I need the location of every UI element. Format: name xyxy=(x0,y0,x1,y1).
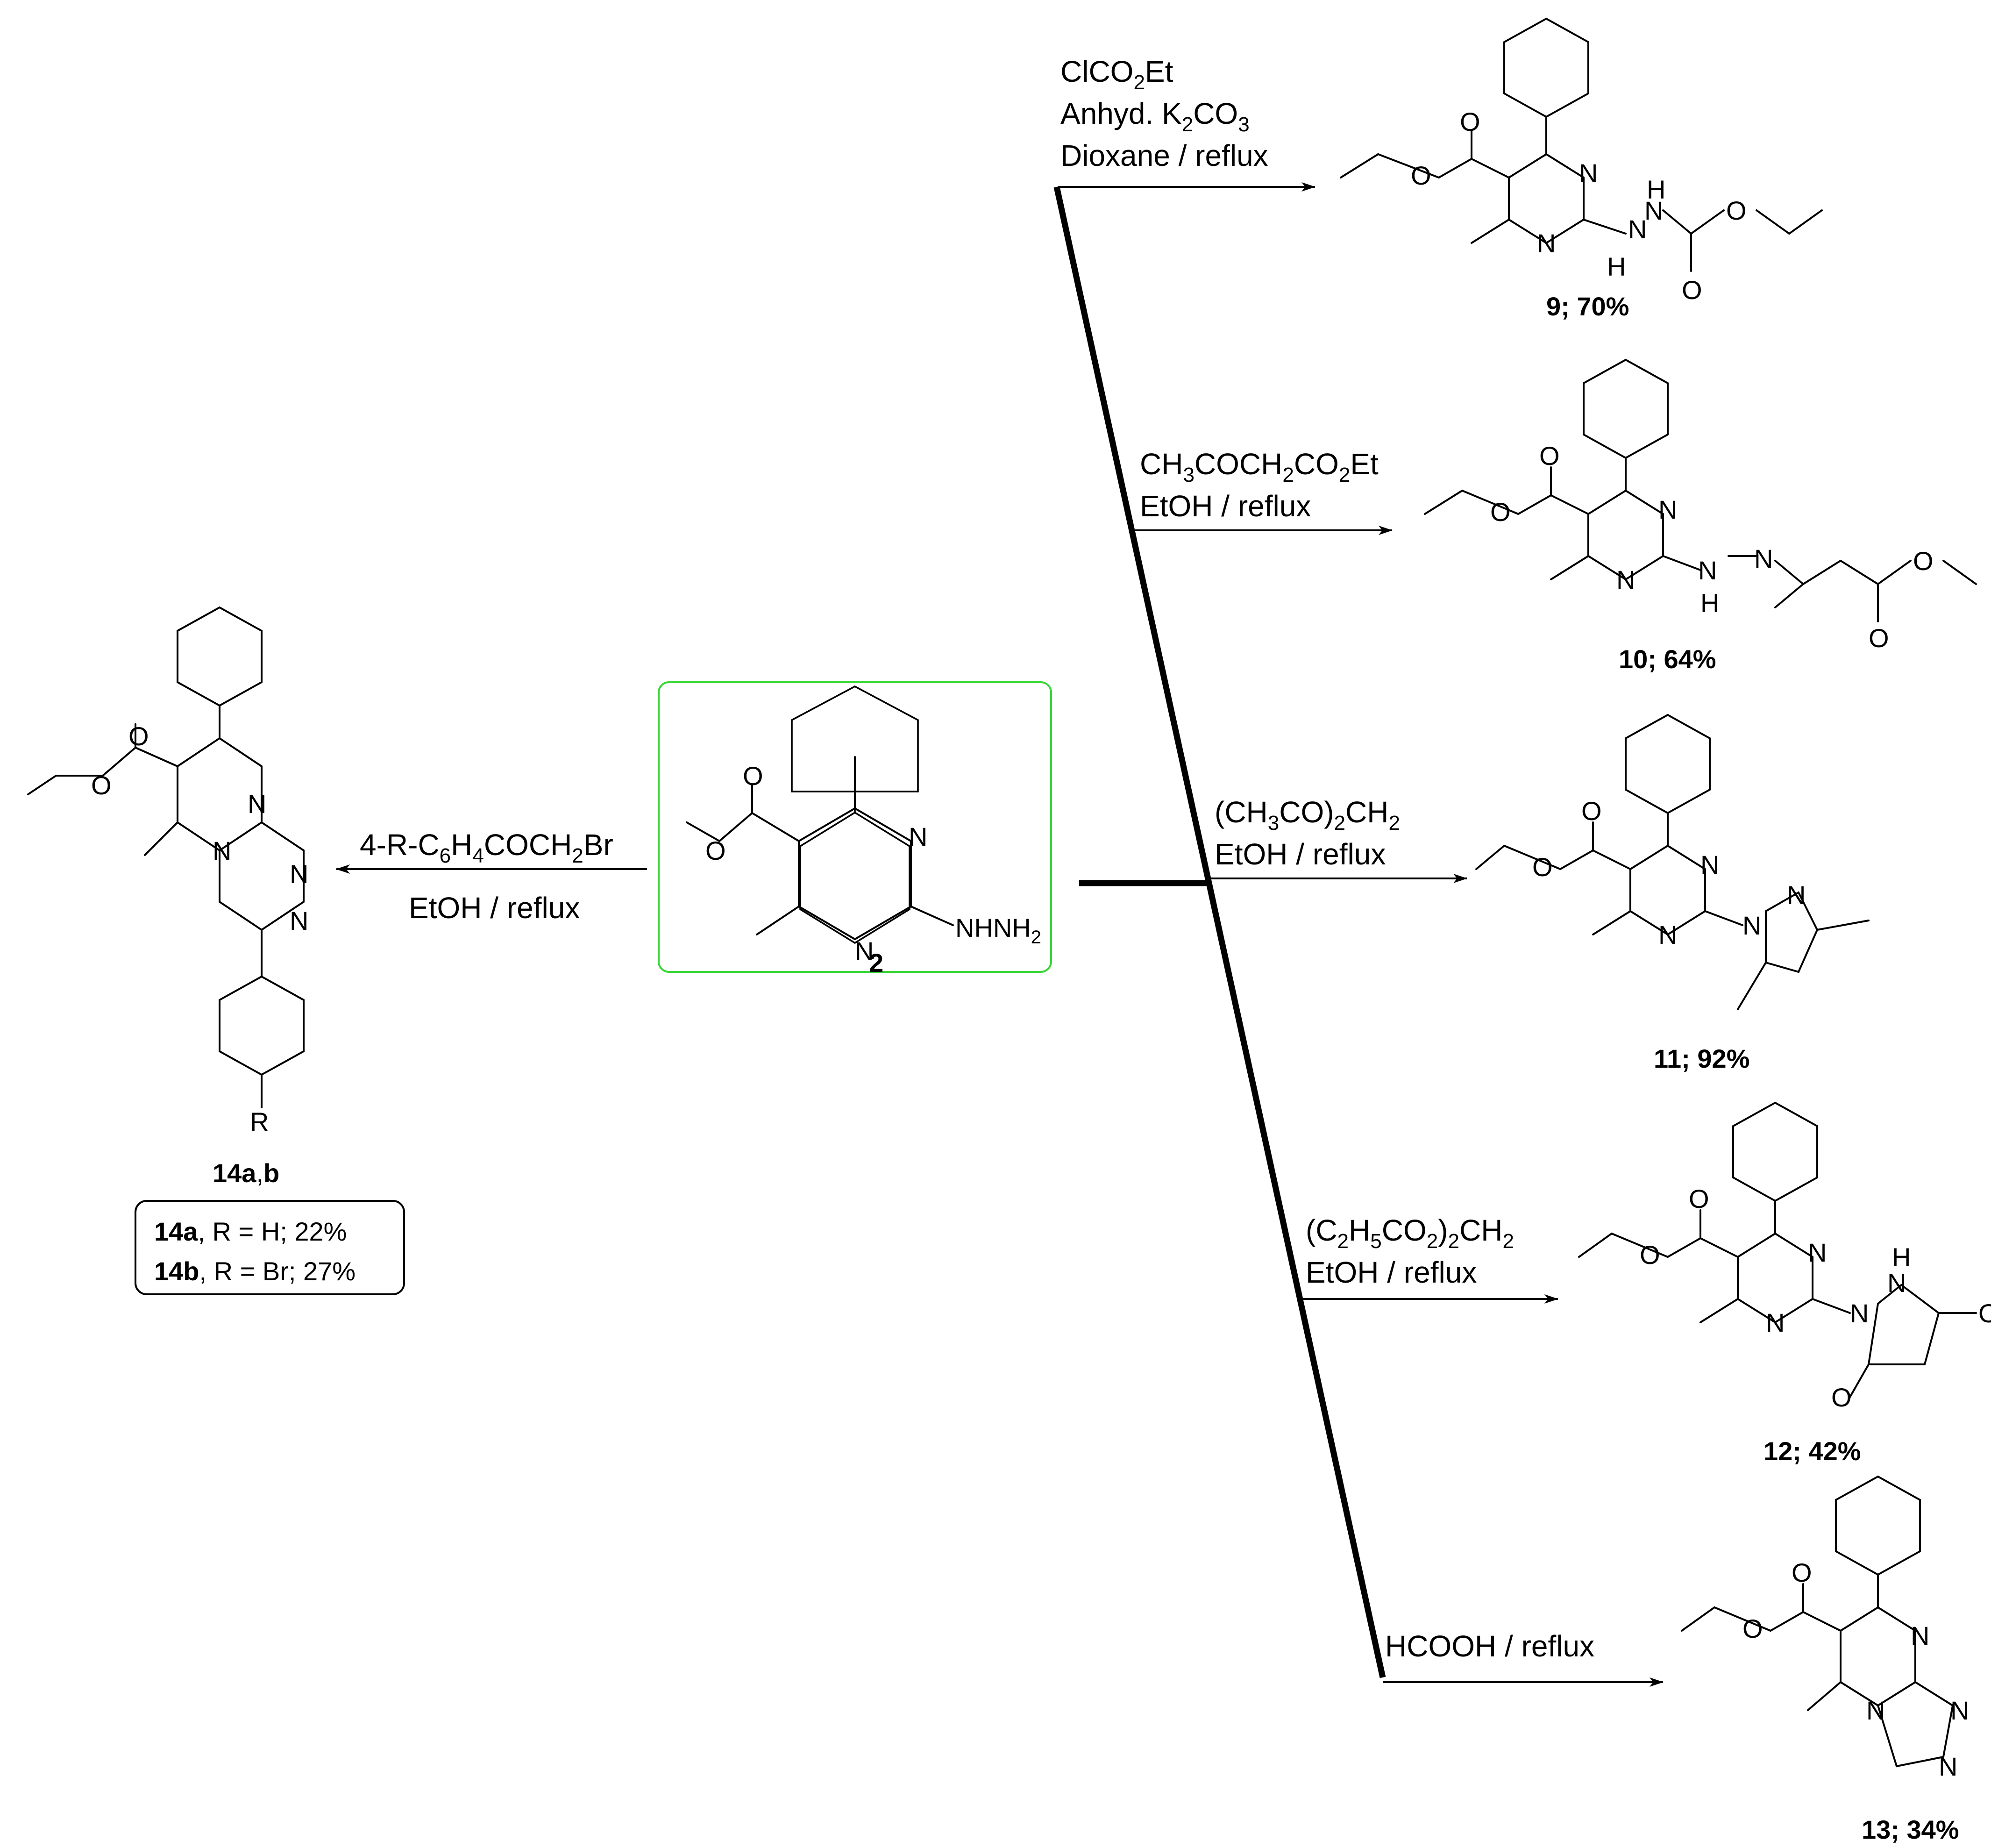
reaction-10: CH3COCH2CO2Et EtOH / reflux xyxy=(1133,447,1393,535)
product-9: O O N N N N H H O O 9; 70% xyxy=(1340,17,1823,321)
compound-label-14: 14a,b xyxy=(213,1158,279,1188)
compound-label-13: 13; 34% xyxy=(1862,1815,1959,1844)
reaction-13: HCOOH / reflux xyxy=(1383,1629,1664,1687)
atom-r: R xyxy=(250,1107,269,1136)
atom-n: N xyxy=(1866,1696,1885,1725)
atom-o: O xyxy=(1460,107,1480,136)
atom-n: N xyxy=(1808,1238,1827,1267)
atom-n: N xyxy=(1766,1308,1785,1337)
atom-o: O xyxy=(1978,1299,1991,1328)
compound-label-12: 12; 42% xyxy=(1763,1436,1861,1466)
hydrazine-group: NHNH2 xyxy=(955,913,1041,948)
atom-n: N xyxy=(1628,214,1647,244)
atom-o: O xyxy=(1682,275,1702,305)
atom-h: H xyxy=(1892,1242,1911,1272)
atom-o: O xyxy=(1411,161,1431,190)
atom-h: H xyxy=(1700,588,1719,618)
atom-o: O xyxy=(1869,623,1889,653)
reaction-14: 4-R-C6H4COCH2Br EtOH / reflux xyxy=(336,828,647,925)
atom-o: O xyxy=(1792,1558,1812,1587)
atom-n: N xyxy=(1658,920,1677,949)
compound-label-10: 10; 64% xyxy=(1619,644,1716,674)
atom-o: O xyxy=(1689,1184,1709,1213)
atom-n: N xyxy=(1939,1752,1957,1781)
atom-n: N xyxy=(1754,544,1773,573)
reagent-12: (C2H5CO2)2CH2 xyxy=(1306,1213,1514,1253)
atom-o: O xyxy=(1490,497,1511,527)
conditions-10: EtOH / reflux xyxy=(1140,489,1311,523)
reagent-9: ClCO2Et xyxy=(1060,55,1173,94)
atom-o: O xyxy=(1581,796,1602,826)
atom-o: O xyxy=(1831,1383,1852,1412)
atom-o: O xyxy=(1726,196,1747,225)
reaction-11: (CH3CO)2CH2 EtOH / reflux xyxy=(1210,795,1467,883)
conditions-12: EtOH / reflux xyxy=(1306,1256,1477,1289)
yield-14a: 14a, R = H; 22% xyxy=(154,1217,347,1246)
conditions-14: EtOH / reflux xyxy=(409,891,580,925)
atom-o: O xyxy=(743,761,763,791)
starting-material-2: O O N N NHNH2 2 xyxy=(658,681,1052,978)
reaction-12: (C2H5CO2)2CH2 EtOH / reflux xyxy=(1299,1213,1558,1304)
reagent-11: (CH3CO)2CH2 xyxy=(1215,795,1400,835)
atom-o: O xyxy=(1640,1240,1660,1270)
reagent-14: 4-R-C6H4COCH2Br xyxy=(360,828,613,867)
atom-n: N xyxy=(1700,850,1719,879)
highlight-box xyxy=(658,681,1052,973)
reagent-10: CH3COCH2CO2Et xyxy=(1140,447,1379,486)
atom-o: O xyxy=(705,836,726,865)
atom-o: O xyxy=(128,721,149,751)
product-10: O O N N N H N O O 10; 64% xyxy=(1424,358,1977,674)
atom-n: N xyxy=(909,822,927,851)
conditions-11: EtOH / reflux xyxy=(1215,837,1386,871)
atom-n: N xyxy=(1911,1621,1929,1650)
atom-n: N xyxy=(1950,1696,1969,1725)
atom-n: N xyxy=(1616,565,1635,594)
atom-o: O xyxy=(1913,546,1934,576)
atom-n: N xyxy=(1579,158,1598,188)
conditions-9: Dioxane / reflux xyxy=(1060,139,1268,172)
atom-o: O xyxy=(1539,441,1560,471)
branch-trunk xyxy=(1053,186,1386,1678)
atom-n: N xyxy=(1742,911,1761,940)
atom-n: N xyxy=(248,789,266,819)
atom-n: N xyxy=(1887,1268,1906,1298)
reaction-9: ClCO2Et Anhyd. K2CO3 Dioxane / reflux xyxy=(1058,55,1315,192)
atom-n: N xyxy=(855,936,874,966)
product-14: O O N N N N R 14a,b 14a, R = H; 22% 14b,… xyxy=(27,606,405,1295)
atom-n: N xyxy=(1787,880,1806,910)
atom-h: H xyxy=(1607,252,1626,281)
atom-o: O xyxy=(1532,852,1553,882)
compound-label-2: 2 xyxy=(869,948,883,978)
atom-h: H xyxy=(1647,175,1665,204)
atom-n: N xyxy=(1658,495,1677,524)
product-11: O O N N N N 11; 92% xyxy=(1475,714,1870,1073)
conditions-13: HCOOH / reflux xyxy=(1385,1629,1594,1663)
compound-label-9: 9; 70% xyxy=(1546,292,1629,321)
atom-n: N xyxy=(1644,196,1663,225)
base-9: Anhyd. K2CO3 xyxy=(1060,97,1250,136)
pyrimidine-ring-2 xyxy=(686,756,954,941)
atom-n: N xyxy=(1698,556,1717,585)
product-12: O O N N N N H O O 12; 42% xyxy=(1578,1101,1991,1466)
atom-o: O xyxy=(91,771,112,800)
atom-n: N xyxy=(290,906,308,935)
atom-n: N xyxy=(1850,1299,1869,1328)
atom-o: O xyxy=(1742,1614,1763,1643)
yield-14b: 14b, R = Br; 27% xyxy=(154,1256,356,1286)
product-13: O O N N N N 13; 34% xyxy=(1681,1475,1969,1844)
compound-label-11: 11; 92% xyxy=(1654,1044,1750,1073)
atom-n: N xyxy=(213,836,231,865)
atom-n: N xyxy=(1537,228,1556,258)
yield-box-14 xyxy=(135,1200,405,1295)
atom-n: N xyxy=(290,859,308,889)
structure-2 xyxy=(791,685,919,944)
